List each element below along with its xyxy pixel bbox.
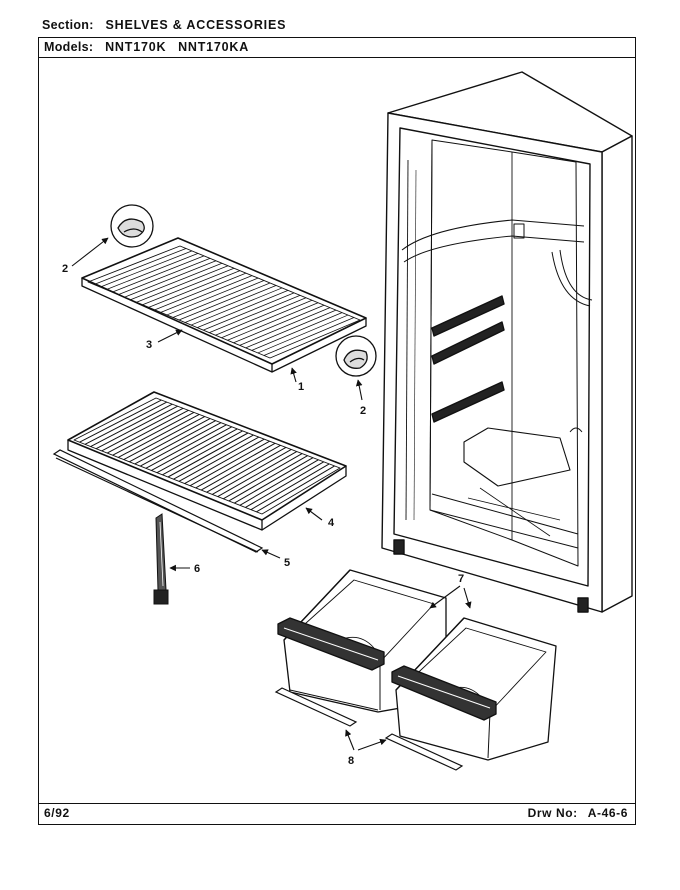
shelf-rib — [206, 446, 287, 493]
shelf-rib — [184, 438, 265, 484]
shelf-wire — [263, 317, 355, 356]
shelf-wire — [142, 267, 235, 306]
shelf-rib — [156, 428, 238, 474]
shelf-rib — [140, 422, 222, 467]
shelf-rib — [90, 403, 173, 447]
callout-2-upper: 2 — [62, 263, 68, 275]
shelf-wire — [215, 297, 307, 336]
shelf-rib — [167, 432, 249, 478]
shelf-rib — [123, 416, 205, 461]
model-number-1: NNT170K — [105, 40, 167, 54]
header-divider — [38, 57, 636, 58]
models-header: Models: NNT170K NNT170KA — [44, 40, 249, 54]
shelf-trim-strip — [52, 449, 264, 553]
wire-shelf-upper — [81, 237, 367, 373]
drawing-frame — [38, 37, 636, 825]
shelf-wire — [197, 290, 289, 328]
shelf-rib — [217, 451, 297, 498]
shelf-wire — [245, 309, 337, 349]
shelf-rib — [145, 424, 227, 469]
refrigerator-cabinet — [381, 71, 633, 613]
shelf-rib — [211, 449, 292, 495]
shelf-rib — [195, 442, 276, 489]
shelf-wire — [184, 285, 277, 323]
leader-lines — [71, 237, 472, 751]
shelf-wire — [154, 272, 247, 311]
shelf-wire — [166, 277, 259, 316]
shelf-rib — [151, 426, 233, 471]
callout-6: 6 — [194, 563, 200, 575]
crisper-drawer-right — [391, 617, 557, 761]
shelf-wire — [112, 255, 205, 293]
shelf-rib — [239, 459, 319, 506]
model-number-2: NNT170KA — [178, 40, 250, 54]
shelf-rib — [162, 430, 243, 476]
callout-1: 1 — [298, 381, 304, 393]
shelf-wire — [136, 265, 229, 303]
shelf-wire — [209, 294, 301, 334]
section-header: Section: SHELVES & ACCESSORIES — [42, 18, 286, 32]
shelf-rib — [256, 465, 335, 513]
section-label: Section: — [42, 18, 94, 32]
date-code: 6/92 — [44, 806, 70, 820]
shelf-wire — [239, 307, 331, 346]
drawing-number-line: Drw No: A-46-6 — [528, 806, 628, 820]
shelf-support-peg — [153, 513, 169, 605]
shelf-wire — [251, 312, 343, 351]
shelf-rib — [200, 444, 281, 491]
shelf-rib — [134, 420, 216, 465]
shelf-rib — [106, 409, 189, 454]
shelf-wire — [257, 314, 349, 354]
drawing-number: A-46-6 — [587, 806, 628, 820]
callout-7: 7 — [458, 573, 464, 585]
shelf-wire — [106, 253, 199, 290]
shelf-wire — [172, 280, 265, 318]
callout-4: 4 — [328, 517, 335, 529]
shelf-rib — [178, 436, 260, 482]
shelf-wire — [178, 282, 271, 321]
shelf-rib — [95, 405, 178, 450]
callout-8: 8 — [348, 755, 354, 767]
shelf-rib — [223, 453, 303, 500]
shelf-wire — [118, 257, 211, 296]
drawer-slide-strip-left — [274, 687, 358, 727]
shelf-wire — [93, 248, 187, 285]
shelf-wire — [227, 302, 319, 341]
shelf-wire — [190, 287, 283, 326]
shelf-rib — [101, 407, 184, 452]
shelf-rib — [129, 418, 211, 463]
callout-3: 3 — [146, 339, 152, 351]
shelf-rib — [189, 440, 270, 487]
shelf-clip-detail-upper — [110, 204, 154, 248]
shelf-wire — [233, 304, 325, 344]
models-label: Models: — [44, 40, 94, 54]
shelf-wire — [203, 292, 295, 331]
section-value: SHELVES & ACCESSORIES — [105, 18, 287, 32]
shelf-rib — [234, 457, 314, 504]
shelf-wire — [221, 299, 313, 339]
callout-2-lower: 2 — [360, 405, 366, 417]
shelf-wire — [130, 262, 223, 301]
shelf-rib — [250, 463, 330, 511]
shelf-wire — [99, 250, 193, 288]
shelf-rib — [245, 461, 325, 508]
callout-5: 5 — [284, 557, 290, 569]
shelf-rib — [228, 455, 308, 502]
shelf-rib — [173, 434, 254, 480]
shelf-wire — [124, 260, 217, 298]
shelf-wire — [148, 270, 241, 308]
drawing-label: Drw No: — [527, 806, 578, 820]
shelf-rib — [112, 411, 195, 456]
shelf-clip-detail-lower — [335, 335, 377, 377]
shelf-rib — [79, 399, 162, 443]
footer-divider — [38, 803, 636, 804]
shelf-wire — [160, 275, 253, 313]
shelf-rib — [84, 401, 168, 445]
glass-shelf-lower — [67, 391, 347, 531]
shelf-rib — [118, 414, 200, 458]
drawer-slide-strip-right — [384, 733, 464, 771]
